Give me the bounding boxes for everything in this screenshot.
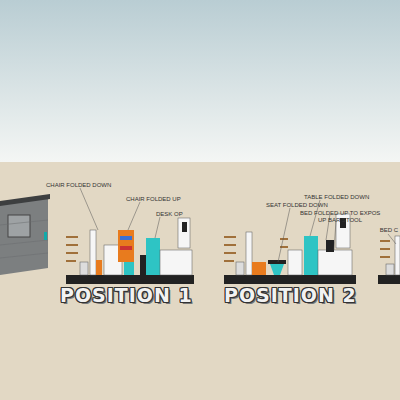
- sky: [0, 0, 400, 162]
- position-3-model: [378, 234, 400, 284]
- position-1-model: [66, 188, 194, 284]
- callout-label: CHAIR FOLDED DOWN: [46, 182, 111, 188]
- callout-label: TABLE FOLDED DOWN: [304, 194, 369, 200]
- callout-label: BED C: [380, 227, 398, 233]
- callout-label: UP BAR STOOL: [318, 217, 362, 223]
- callout-label: DESK OP: [156, 211, 183, 217]
- ground: [0, 162, 400, 400]
- tiny-house: [0, 194, 50, 275]
- callout-label: BED FOLDED UP TO EXPOS: [300, 210, 380, 216]
- position-title: POSITION 1: [60, 286, 193, 305]
- callout-label: CHAIR FOLDED UP: [126, 196, 181, 202]
- position-title: POSITION 2: [224, 286, 357, 305]
- callout-label: SEAT FOLDED DOWN: [266, 202, 328, 208]
